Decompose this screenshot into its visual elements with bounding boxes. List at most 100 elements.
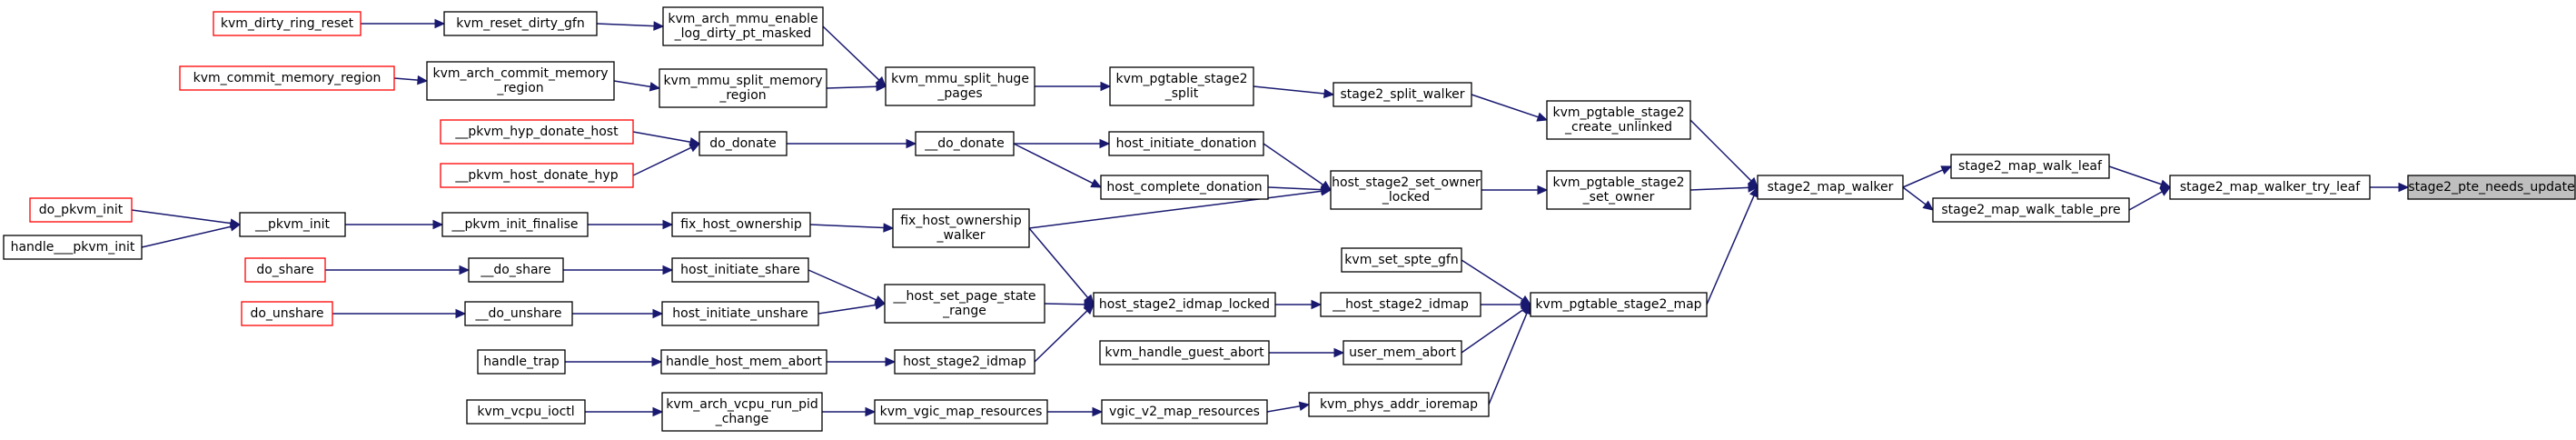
node-kvm-pgtable-stage2-set-owner[interactable]: kvm_pgtable_stage2_set_owner <box>1546 170 1691 210</box>
arrowhead-icon <box>2159 186 2172 196</box>
arrowhead-icon <box>459 265 471 275</box>
node-kvm-mmu-split-memory-region[interactable]: kvm_mmu_split_memory_region <box>659 68 827 108</box>
node-pkvm-init-finalise[interactable]: __pkvm_init_finalise <box>441 212 589 237</box>
node-box <box>1108 131 1264 156</box>
node-kvm-handle-guest-abort[interactable]: kvm_handle_guest_abort <box>1099 340 1270 365</box>
node-box <box>1341 247 1462 273</box>
node-stage2-map-walk-table-pre[interactable]: stage2_map_walk_table_pre <box>1932 197 2130 223</box>
node-fix-host-ownership[interactable]: fix_host_ownership <box>671 212 811 237</box>
arrowhead-icon <box>1536 112 1549 122</box>
node-do-unshare[interactable]: __do_unshare <box>464 301 573 326</box>
node-box <box>659 68 827 108</box>
node-label: __do_donate <box>924 136 1004 151</box>
node-kvm-reset-dirty-gfn[interactable]: kvm_reset_dirty_gfn <box>443 11 598 36</box>
node-kvm-dirty-ring-reset[interactable]: kvm_dirty_ring_reset <box>213 11 362 36</box>
edge-do-donate-to-host-complete-donation <box>1013 143 1094 185</box>
node-handle-host-mem-abort[interactable]: handle_host_mem_abort <box>660 349 827 375</box>
node-kvm-vgic-map-resources[interactable]: kvm_vgic_map_resources <box>874 399 1048 425</box>
node-stage2-map-walker-try-leaf[interactable]: stage2_map_walker_try_leaf <box>2169 175 2371 200</box>
node-box <box>884 284 1045 324</box>
node-kvm-pgtable-stage2-create-unlinked[interactable]: kvm_pgtable_stage2_create_unlinked <box>1546 100 1691 140</box>
node-do-share[interactable]: __do_share <box>468 257 564 283</box>
node-stage2-map-walk-leaf[interactable]: stage2_map_walk_leaf <box>1950 154 2110 179</box>
node-stage2-map-walker[interactable]: stage2_map_walker <box>1757 175 1904 200</box>
node-host-initiate-donation[interactable]: host_initiate_donation <box>1108 131 1264 156</box>
node-label: kvm_commit_memory_region <box>193 71 381 85</box>
node-kvm-arch-commit-memory-region[interactable]: kvm_arch_commit_memory_region <box>426 61 615 101</box>
node-do-unshare[interactable]: do_unshare <box>241 301 333 326</box>
node-handle-trap[interactable]: handle_trap <box>477 349 566 375</box>
node-host-stage2-idmap[interactable]: __host_stage2_idmap <box>1320 292 1481 317</box>
node-kvm-phys-addr-ioremap[interactable]: kvm_phys_addr_ioremap <box>1308 392 1490 417</box>
node-box <box>885 66 1035 106</box>
node-label: _create_unlinked <box>1564 120 1672 135</box>
node-host-set-page-state-range[interactable]: __host_set_page_state_range <box>884 284 1045 324</box>
node-label: __do_share <box>480 263 550 277</box>
node-pkvm-host-donate-hyp[interactable]: __pkvm_host_donate_hyp <box>440 163 634 188</box>
node-box <box>1330 170 1482 210</box>
node-kvm-pgtable-stage2-map[interactable]: kvm_pgtable_stage2_map <box>1530 292 1708 317</box>
node-label: stage2_map_walker <box>1768 180 1894 195</box>
node-handle-pkvm-init[interactable]: handle___pkvm_init <box>3 235 143 260</box>
arrowhead-icon <box>662 219 674 230</box>
node-host-stage2-set-owner-locked[interactable]: host_stage2_set_owner_locked <box>1330 170 1482 210</box>
node-kvm-mmu-split-huge-pages[interactable]: kvm_mmu_split_huge_pages <box>885 66 1035 106</box>
node-label: host_stage2_set_owner <box>1332 175 1481 190</box>
edge-stage2-map-walker-to-stage2-map-walk-table-pre <box>1902 186 1927 205</box>
node-box <box>892 208 1030 248</box>
arrowhead-icon <box>885 356 897 367</box>
node-do-donate[interactable]: __do_donate <box>915 131 1015 156</box>
node-box <box>1093 292 1276 317</box>
node-host-stage2-idmap-locked[interactable]: host_stage2_idmap_locked <box>1093 292 1276 317</box>
arrowhead-icon <box>1100 81 1112 92</box>
node-box <box>1530 292 1708 317</box>
edge-host-set-page-state-range-to-host-stage2-idmap-locked <box>1044 303 1085 305</box>
node-box <box>1546 100 1691 140</box>
node-box <box>239 212 346 237</box>
node-user-mem-abort[interactable]: user_mem_abort <box>1342 340 1462 365</box>
node-kvm-arch-mmu-enable-log-dirty-pt-masked[interactable]: kvm_arch_mmu_enable_log_dirty_pt_masked <box>662 6 824 46</box>
node-stage2-split-walker[interactable]: stage2_split_walker <box>1333 82 1472 107</box>
node-fix-host-ownership-walker[interactable]: fix_host_ownership_walker <box>892 208 1030 248</box>
node-label: host_initiate_share <box>680 263 800 277</box>
node-stage2-pte-needs-update[interactable]: stage2_pte_needs_update <box>2407 175 2576 200</box>
node-box <box>1109 66 1254 106</box>
edge-pkvm-host-donate-hyp-to-do-donate <box>632 146 692 176</box>
edge-kvm-pgtable-stage2-set-owner-to-stage2-map-walker <box>1689 186 1749 191</box>
node-label: host_initiate_donation <box>1116 136 1257 151</box>
node-label: fix_host_ownership <box>680 217 802 232</box>
node-kvm-vcpu-ioctl[interactable]: kvm_vcpu_ioctl <box>466 399 586 425</box>
arrowhead-icon <box>1537 185 1549 195</box>
node-box <box>1101 399 1268 425</box>
node-do-donate[interactable]: do_donate <box>698 131 788 156</box>
node-pkvm-init[interactable]: __pkvm_init <box>239 212 346 237</box>
node-kvm-pgtable-stage2-split[interactable]: kvm_pgtable_stage2_split <box>1109 66 1254 106</box>
arrowhead-icon <box>1090 178 1103 188</box>
node-host-stage2-idmap[interactable]: host_stage2_idmap <box>894 349 1035 375</box>
node-kvm-commit-memory-region[interactable]: kvm_commit_memory_region <box>179 65 395 91</box>
node-box <box>466 399 586 425</box>
node-label: handle_host_mem_abort <box>666 355 823 369</box>
node-pkvm-hyp-donate-host[interactable]: __pkvm_hyp_donate_host <box>440 119 634 145</box>
node-label: user_mem_abort <box>1349 345 1456 360</box>
node-label: kvm_pgtable_stage2_map <box>1535 297 1701 312</box>
edge-kvm-pgtable-stage2-create-unlinked-to-stage2-map-walker <box>1689 119 1752 182</box>
node-box <box>698 131 788 156</box>
node-vgic-v2-map-resources[interactable]: vgic_v2_map_resources <box>1101 399 1268 425</box>
node-host-initiate-share[interactable]: host_initiate_share <box>671 257 809 283</box>
node-label: _walker <box>936 228 986 243</box>
node-box <box>213 11 362 36</box>
node-label: __pkvm_init <box>254 217 331 232</box>
node-label: _range <box>942 304 986 318</box>
edge-stage2-split-walker-to-kvm-pgtable-stage2-create-unlinked <box>1471 94 1539 118</box>
node-do-share[interactable]: do_share <box>244 257 326 283</box>
node-do-pkvm-init[interactable]: do_pkvm_init <box>29 197 133 223</box>
node-host-complete-donation[interactable]: host_complete_donation <box>1100 175 1269 200</box>
node-host-initiate-unshare[interactable]: host_initiate_unshare <box>661 301 819 326</box>
node-kvm-arch-vcpu-run-pid-change[interactable]: kvm_arch_vcpu_run_pid_change <box>661 392 823 432</box>
node-kvm-set-spte-gfn[interactable]: kvm_set_spte_gfn <box>1341 247 1462 273</box>
node-box <box>1320 292 1481 317</box>
node-label: kvm_pgtable_stage2 <box>1115 72 1247 86</box>
node-label: __pkvm_hyp_donate_host <box>454 125 619 139</box>
node-box <box>1950 154 2110 179</box>
